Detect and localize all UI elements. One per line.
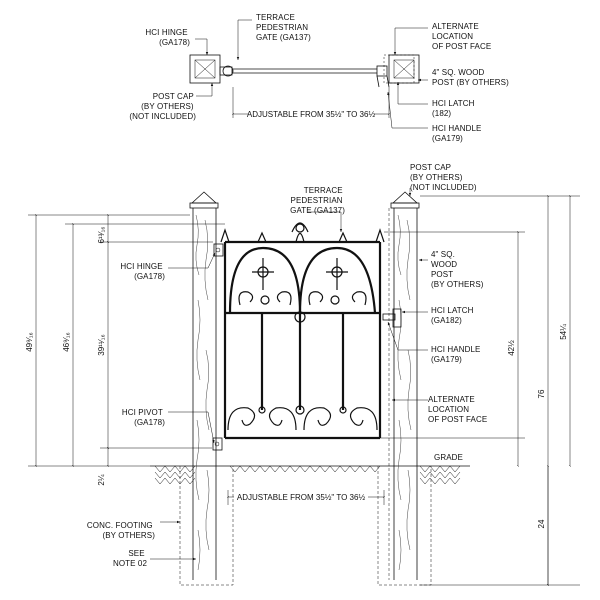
elevation-width-dimension: ADJUSTABLE FROM 35½" TO 36½ (226, 490, 386, 505)
elevation-wood-post-label: 4" SQ. WOOD POST (BY OTHERS) (431, 250, 484, 289)
note-label: SEE NOTE 02 (113, 549, 147, 568)
plan-alt-post-label: ALTERNATE LOCATION OF POST FACE (432, 22, 491, 51)
grade-label: GRADE (434, 453, 463, 462)
elevation-latch-label: HCI LATCH (GA182) (431, 306, 476, 325)
pivot-hardware (212, 437, 223, 451)
plan-right-post (383, 54, 420, 84)
plan-width-dimension: ADJUSTABLE FROM 35½" TO 36½ (231, 87, 391, 119)
hinge-hardware (213, 243, 224, 257)
dim-gate-height: 39¹¹⁄₁₆ (97, 334, 106, 356)
elevation-post-cap-label: POST CAP (BY OTHERS) (NOT INCLUDED) (410, 163, 477, 192)
right-dimensions (380, 194, 580, 587)
dim-top-offset: 6¹³⁄₁₆ (97, 226, 106, 243)
elevation-pivot-label: HCI PIVOT (GA178) (122, 408, 165, 427)
plan-leaders (195, 19, 428, 129)
plan-handle-label: HCI HANDLE (GA179) (432, 124, 484, 143)
plan-left-post (189, 54, 221, 84)
plan-wood-post-label: 4" SQ. WOOD POST (BY OTHERS) (432, 68, 509, 87)
plan-post-cap-label: POST CAP (BY OTHERS) (NOT INCLUDED) (129, 92, 196, 121)
elevation-view: ADJUSTABLE FROM 35½" TO 36½ 49⁹⁄₁₆ 46⁹⁄₁… (25, 163, 580, 587)
dim-post-below-grade: 24 (537, 519, 546, 528)
elevation-alt-post-label: ALTERNATE LOCATION OF POST FACE (428, 395, 487, 424)
dim-grade-gap: 2¼ (97, 474, 106, 485)
dim-overall-left-2: 46⁹⁄₁₆ (62, 332, 71, 352)
plan-latch-label: HCI LATCH (182) (432, 99, 477, 118)
dim-gate-right: 42½ (507, 340, 516, 356)
grade-hatch (150, 465, 470, 485)
elevation-adjustable-dim: ADJUSTABLE FROM 35½" TO 36½ (237, 493, 366, 502)
right-post (388, 191, 420, 580)
plan-hinge-label: HCI HINGE (GA178) (145, 28, 190, 47)
plan-adjustable-dim: ADJUSTABLE FROM 35½" TO 36½ (247, 110, 376, 119)
right-footing (377, 466, 432, 586)
plan-view: ADJUSTABLE FROM 35½" TO 36½ HCI HINGE (G… (129, 13, 509, 143)
plan-gate-label: TERRACE PEDESTRIAN GATE (GA137) (256, 13, 311, 42)
dim-post-above-grade: 54¼ (559, 324, 568, 340)
plan-gate (219, 65, 390, 88)
left-footing (179, 466, 234, 586)
latch-hardware (382, 308, 402, 328)
dim-post-total: 76 (537, 389, 546, 398)
elevation-handle-label: HCI HANDLE (GA179) (431, 345, 483, 364)
elevation-hinge-label: HCI HINGE (GA178) (120, 262, 165, 281)
elevation-gate-label: TERRACE PEDESTRIAN GATE (GA137) (290, 186, 345, 215)
footing-label: CONC. FOOTING (BY OTHERS) (87, 521, 155, 540)
left-post (189, 191, 219, 580)
gate-panel (220, 222, 385, 440)
dim-overall-left-1: 49⁹⁄₁₆ (25, 332, 34, 352)
elevation-leaders (150, 188, 428, 561)
left-dimensions (28, 213, 225, 468)
